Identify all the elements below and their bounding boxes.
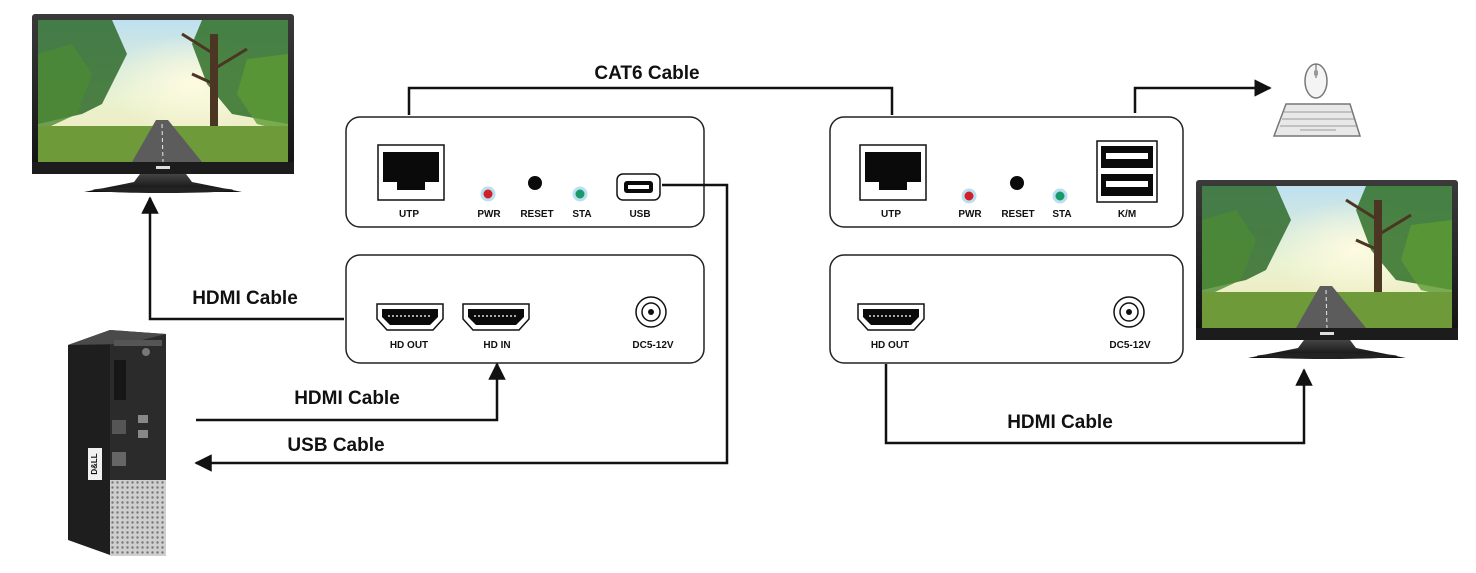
hdmi-rx-to-monitor-line — [884, 364, 1313, 445]
sta-led — [1052, 188, 1068, 204]
monitor-icon — [1194, 178, 1460, 361]
reset-label: RESET — [520, 209, 553, 220]
pc-brand: D&LL — [90, 453, 99, 474]
pwr-label: PWR — [477, 209, 501, 220]
keyboard-icon — [1272, 103, 1362, 137]
usb-cable-line — [194, 183, 729, 472]
pc-tower-icon: D&LL — [68, 330, 166, 556]
reset-button — [528, 176, 542, 190]
km-to-peripherals-line — [1133, 79, 1272, 113]
pwr-led — [480, 186, 496, 202]
pc-brand-badge — [88, 448, 102, 480]
dc-jack-icon — [1113, 296, 1145, 328]
usb-port-icon — [1096, 140, 1158, 203]
dc-label: DC5-12V — [1109, 340, 1150, 351]
hdmi-cable-label-monitor: HDMI Cable — [192, 288, 298, 309]
transmitter-bottom-panel: HD OUT HD IN DC5-12V — [345, 254, 705, 364]
receiver-top-panel: UTP PWR RESET STA K/M — [829, 116, 1184, 228]
km-label: K/M — [1118, 209, 1136, 220]
hd-out-label: HD OUT — [390, 340, 428, 351]
hdmi-port-icon — [376, 303, 444, 331]
cat6-cable-label: CAT6 Cable — [594, 63, 699, 84]
mouse-icon — [1304, 63, 1328, 99]
transmitter-top-panel: UTP PWR RESET STA USB — [345, 116, 705, 228]
hdmi-out-to-monitor-line — [141, 196, 344, 321]
dc-jack-icon — [635, 296, 667, 328]
sta-label: STA — [1052, 209, 1071, 220]
hdmi-pc-to-hd-in-line — [196, 362, 506, 422]
hd-out-label: HD OUT — [871, 340, 909, 351]
hdmi-port-icon — [857, 303, 925, 331]
utp-label: UTP — [881, 209, 901, 220]
usb-cable-label: USB Cable — [287, 435, 384, 456]
hd-in-label: HD IN — [483, 340, 510, 351]
rj45-port-icon — [377, 144, 445, 201]
receiver-bottom-panel: HD OUT DC5-12V — [829, 254, 1184, 364]
hdmi-cable-label-receiver: HDMI Cable — [1007, 412, 1113, 433]
usb-port-icon — [616, 173, 661, 201]
hdmi-port-icon — [462, 303, 530, 331]
monitor-icon — [30, 12, 296, 195]
rj45-port-icon — [859, 144, 927, 201]
cat6-cable-line — [407, 86, 894, 115]
pwr-label: PWR — [958, 209, 982, 220]
dc-label: DC5-12V — [632, 340, 673, 351]
hdmi-cable-label-pc: HDMI Cable — [294, 388, 400, 409]
reset-label: RESET — [1001, 209, 1034, 220]
sta-led — [572, 186, 588, 202]
utp-label: UTP — [399, 209, 419, 220]
sta-label: STA — [572, 209, 591, 220]
pwr-led — [961, 188, 977, 204]
usb-label: USB — [629, 209, 650, 220]
reset-button — [1010, 176, 1024, 190]
